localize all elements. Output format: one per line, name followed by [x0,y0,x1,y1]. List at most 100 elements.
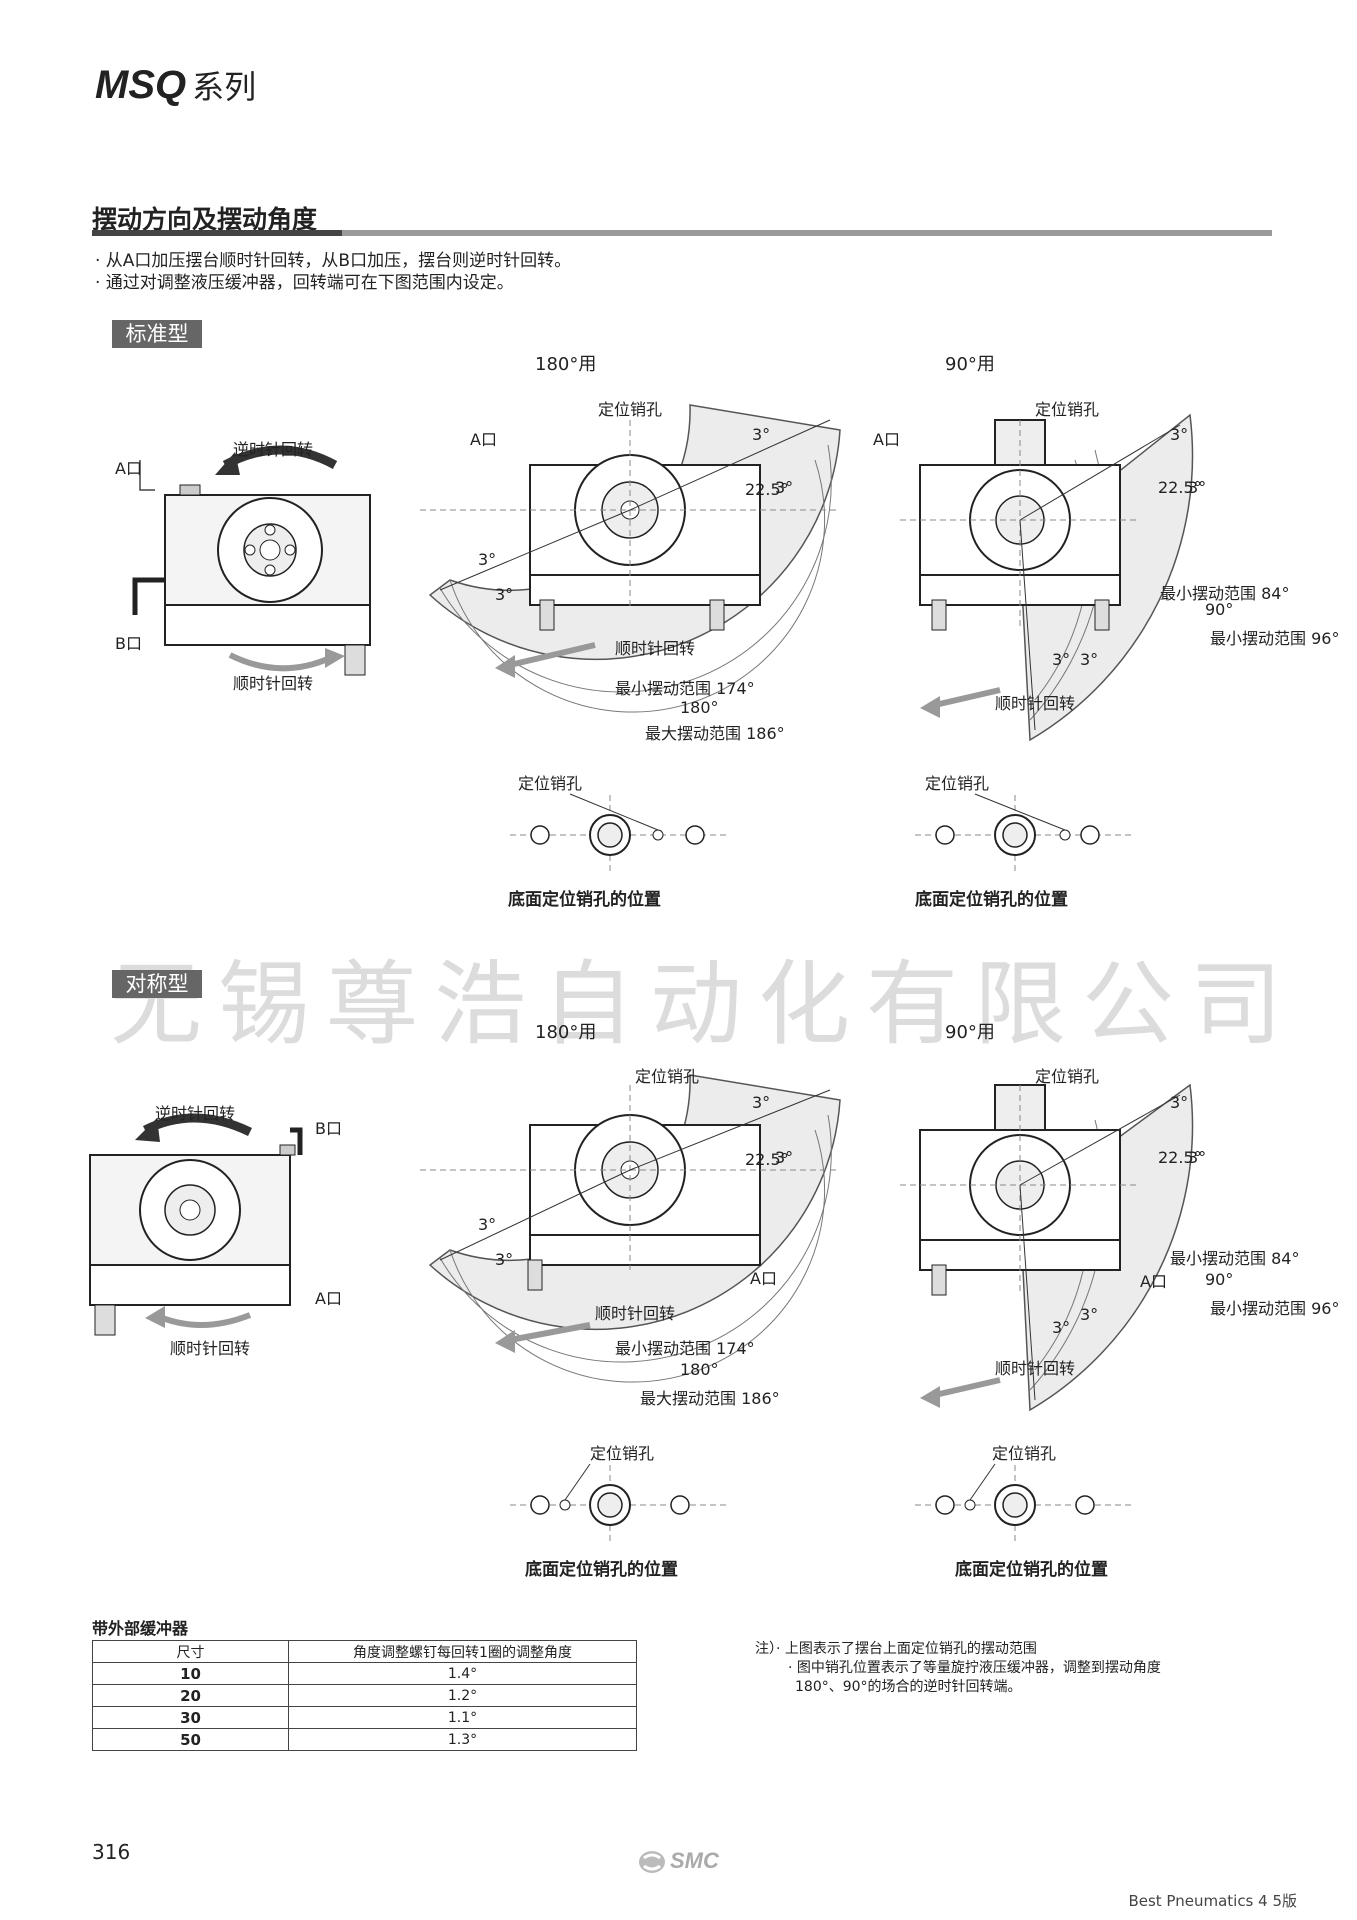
series-code: MSQ [95,63,187,107]
standard-180-bottom-caption: 底面定位销孔的位置 [508,890,661,910]
symmetric-180-port-a: A口 [750,1269,777,1288]
bullet-1: · 从A口加压摆台顺时针回转，从B口加压，摆台则逆时针回转。 [95,251,572,271]
standard-type-tag: 标准型 [112,320,202,348]
standard-90-ang225: 22.5° [1158,478,1202,497]
standard-90-bottom-view [915,793,1135,875]
standard-90-pin-label: 定位销孔 [1035,400,1100,419]
table-row: 10 1.4° [92,1662,637,1685]
symmetric-type-tag: 对称型 [112,970,202,998]
symmetric-port-a-label: A口 [315,1289,342,1308]
standard-180-ang3-left: 3° [478,550,497,569]
note-line-3: 180°、90°的场合的逆时针回转端。 [795,1679,1022,1695]
buffer-angle: 1.4° [288,1662,637,1685]
section-rule [92,230,1272,236]
symmetric-90-ang3-bottom-right: 3° [1080,1305,1099,1324]
standard-180-ang3-top: 3° [752,425,771,444]
standard-180-cw: 顺时针回转 [615,639,696,658]
standard-90-cw: 顺时针回转 [995,694,1076,713]
standard-90-bottom-pin: 定位销孔 [925,774,990,793]
table-row: 30 1.1° [92,1706,637,1729]
buffer-table-title: 带外部缓冲器 [92,1619,189,1638]
symmetric-90-max-range: 最小摆动范围 96° [1210,1299,1340,1318]
standard-port-a-label: A口 [115,459,142,478]
symmetric-180-ang225: 22.5° [745,1150,789,1169]
symmetric-90-diagram [900,1083,1194,1412]
standard-90-ang3-bottom-left: 3° [1052,650,1071,669]
buffer-angle: 1.1° [288,1706,637,1729]
standard-90-port-a: A口 [873,430,900,449]
standard-180-ang3-left2: 3° [495,585,514,604]
symmetric-90-ang3-right: 3° [1188,1148,1207,1167]
standard-180-ang225: 22.5° [745,480,789,499]
symmetric-180-ang3-right: 3° [775,1148,794,1167]
series-suffix: 系列 [192,68,257,106]
standard-180-port-a: A口 [470,430,497,449]
buffer-col-size: 尺寸 [92,1640,289,1663]
table-row: 20 1.2° [92,1684,637,1707]
standard-90-mid: 90° [1205,600,1234,619]
standard-180-min-range: 最小摆动范围 174° [615,679,755,698]
symmetric-90-min-range: 最小摆动范围 84° [1170,1249,1300,1268]
standard-90-heading: 90°用 [945,354,995,375]
note-line-2: · 图中销孔位置表示了等量旋拧液压缓冲器，调整到摆动角度 [788,1660,1161,1676]
symmetric-180-heading: 180°用 [535,1022,597,1043]
standard-180-diagram [420,404,841,713]
symmetric-180-bottom-caption: 底面定位销孔的位置 [525,1560,678,1580]
symmetric-ccw-label: 逆时针回转 [155,1104,236,1123]
symmetric-90-ang3-bottom-left: 3° [1052,1318,1071,1337]
symmetric-180-mid: 180° [680,1360,719,1379]
symmetric-port-b-label: B口 [315,1119,342,1138]
symmetric-90-ang3-top: 3° [1170,1093,1189,1112]
standard-90-ang3-bottom-right: 3° [1080,650,1099,669]
watermark: 无锡尊浩自动化有限公司 [110,951,1299,1058]
standard-90-ang3-top: 3° [1170,425,1189,444]
symmetric-90-cw: 顺时针回转 [995,1359,1076,1378]
symmetric-180-min-range: 最小摆动范围 174° [615,1339,755,1358]
symmetric-actuator-drawing [89,1113,303,1336]
note-line-1: 注）· 上图表示了摆台上面定位销孔的摆动范围 [755,1641,1037,1657]
symmetric-90-ang225: 22.5° [1158,1148,1202,1167]
standard-180-heading: 180°用 [535,354,597,375]
standard-180-bottom-pin: 定位销孔 [518,774,583,793]
buffer-size: 30 [92,1706,289,1729]
standard-90-min-range: 最小摆动范围 84° [1160,584,1290,603]
symmetric-90-bottom-pin: 定位销孔 [992,1444,1057,1463]
symmetric-90-bottom-view [915,1463,1135,1545]
edition-footer: Best Pneumatics 4 5版 [1128,1892,1297,1910]
smc-logo: SMC [638,1848,730,1876]
standard-90-max-range: 最小摆动范围 96° [1210,629,1340,648]
standard-90-bottom-caption: 底面定位销孔的位置 [915,890,1068,910]
symmetric-90-mid: 90° [1205,1270,1234,1289]
symmetric-90-port-a: A口 [1140,1272,1167,1291]
standard-ccw-label: 逆时针回转 [233,440,314,459]
table-row: 50 1.3° [92,1728,637,1751]
symmetric-90-bottom-caption: 底面定位销孔的位置 [955,1560,1108,1580]
standard-180-max-range: 最大摆动范围 186° [645,724,785,743]
buffer-size: 20 [92,1684,289,1707]
buffer-table-header: 尺寸 角度调整螺钉每回转1圈的调整角度 [92,1640,637,1663]
buffer-col-angle: 角度调整螺钉每回转1圈的调整角度 [288,1640,637,1663]
bullet-2: · 通过对调整液压缓冲器，回转端可在下图范围内设定。 [95,273,514,293]
page-number: 316 [92,1840,131,1864]
standard-cw-label: 顺时针回转 [233,674,314,693]
buffer-angle: 1.2° [288,1684,637,1707]
symmetric-180-bottom-pin: 定位销孔 [590,1444,655,1463]
smc-logo-text: SMC [670,1848,719,1873]
section-rule-accent [92,230,342,236]
standard-180-pin-label: 定位销孔 [598,400,663,419]
standard-180-bottom-view [510,793,730,875]
buffer-angle: 1.3° [288,1728,637,1751]
symmetric-180-diagram [420,1074,841,1383]
symmetric-180-ang3-left: 3° [478,1215,497,1234]
symmetric-180-ang3-top: 3° [752,1093,771,1112]
symmetric-180-bottom-view [510,1463,730,1545]
buffer-size: 50 [92,1728,289,1751]
standard-actuator-drawing [132,445,371,676]
symmetric-cw-label: 顺时针回转 [170,1339,251,1358]
standard-90-diagram [900,413,1194,742]
buffer-table: 尺寸 角度调整螺钉每回转1圈的调整角度 10 1.4° 20 1.2° 30 1… [92,1640,637,1751]
symmetric-90-pin-label: 定位销孔 [1035,1067,1100,1086]
buffer-size: 10 [92,1662,289,1685]
standard-port-b-label: B口 [115,634,142,653]
